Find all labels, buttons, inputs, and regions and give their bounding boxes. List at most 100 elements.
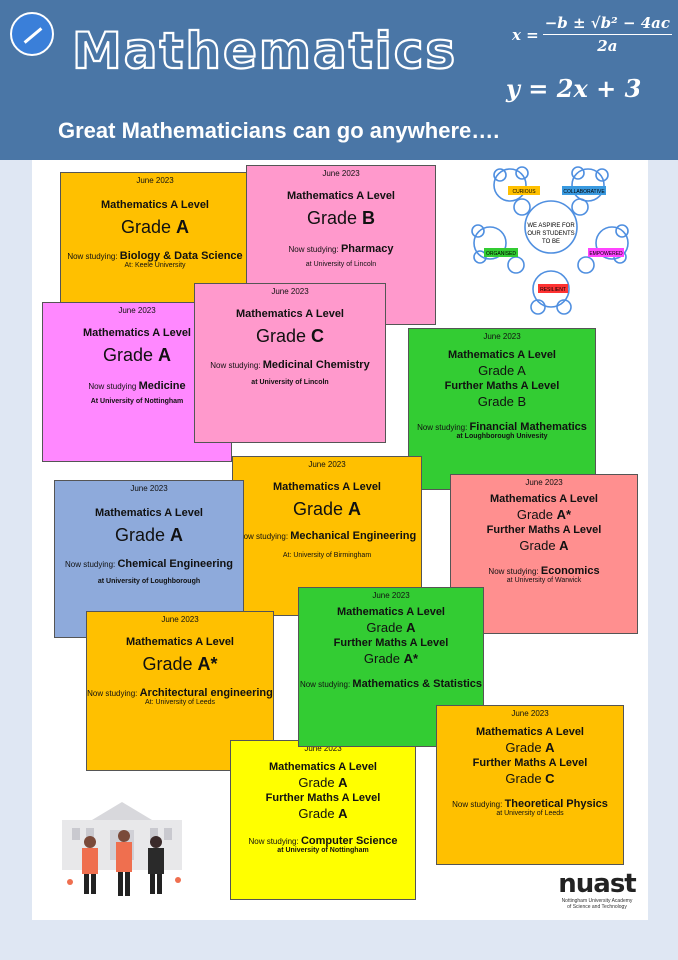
card-grade-further: Grade A (298, 806, 348, 821)
formula-numerator: −b ± √b² − 4ac (542, 14, 673, 35)
card-university: at University of Lincoln (305, 261, 377, 268)
nuast-logo-line2: of Science and Technology (567, 904, 627, 910)
aspire-center-line3: TO BE (542, 239, 560, 245)
card-subject-further: Further Maths A Level (333, 637, 449, 649)
page-title: Mathematics (71, 21, 458, 81)
card-grade: Grade A (114, 525, 184, 545)
card-subject: Mathematics A Level (272, 481, 381, 493)
card-course: Now studying: Economics (488, 565, 600, 577)
card-university: at University of Nottingham (277, 847, 369, 854)
card-grade: Grade A (120, 217, 190, 237)
card-date: June 2023 (511, 709, 549, 718)
card-university: at University of Lincoln (251, 379, 329, 386)
card-date: June 2023 (136, 176, 174, 185)
card-grade: Grade B (306, 208, 376, 228)
card-subject-further: Further Maths A Level (486, 524, 602, 536)
card-subject: Mathematics A Level (82, 327, 191, 339)
card-grade-further: Grade B (477, 394, 527, 409)
label-collaborative-box (562, 186, 606, 195)
card-grade-further: Grade C (505, 771, 555, 786)
card-university: At University of Nottingham (90, 398, 184, 405)
card-course: Now studying: Architectural engineering (87, 687, 273, 699)
clock-logo-icon (10, 12, 54, 56)
label-empowered: EMPOWERED (589, 251, 623, 257)
card-subject: Mathematics A Level (336, 606, 445, 618)
card-grade: Grade C (255, 326, 325, 346)
card-subject: Mathematics A Level (235, 308, 344, 320)
card-subject: Mathematics A Level (447, 349, 556, 361)
aspire-center-line1: WE ASPIRE FOR (527, 223, 575, 229)
card-date: June 2023 (304, 744, 342, 753)
result-card-computer-science: June 2023 Mathematics A Level Grade A Fu… (230, 740, 416, 900)
card-subject: Mathematics A Level (489, 493, 598, 505)
card-grade: Grade A (102, 345, 172, 365)
card-course: Now studying: Pharmacy (288, 243, 394, 255)
nuast-logo-wordmark: nuast (558, 869, 636, 899)
card-grade: Grade A* (142, 654, 218, 674)
label-organised-box (484, 248, 518, 257)
card-course: Now studying: Medicinal Chemistry (210, 359, 370, 371)
card-grade: Grade A* (516, 507, 572, 522)
label-collaborative: COLLABORATIVE (563, 189, 605, 195)
card-date: June 2023 (271, 287, 309, 296)
card-grade: Grade A (292, 499, 362, 519)
card-date: June 2023 (161, 615, 199, 624)
card-date: June 2023 (525, 478, 563, 487)
card-grade-further: Grade A* (363, 651, 419, 666)
card-university: at Loughborough Univesity (456, 433, 548, 440)
label-resilient: RESILIENT (540, 287, 566, 293)
card-course: Now studying: Chemical Engineering (65, 558, 233, 570)
card-university: at University of Loughborough (97, 578, 201, 585)
card-university: At: University of Birmingham (282, 552, 372, 559)
students-building-illustration (62, 802, 182, 896)
label-curious: CURIOUS (512, 189, 536, 195)
card-grade: Grade A (505, 740, 555, 755)
card-date: June 2023 (130, 484, 168, 493)
card-course: Now studying Medicine (88, 380, 186, 392)
card-date: June 2023 (118, 306, 156, 315)
card-date: June 2023 (308, 460, 346, 469)
card-subject-further: Further Maths A Level (265, 792, 381, 804)
formula-denominator: 2a (597, 37, 618, 55)
card-subject: Mathematics A Level (475, 726, 584, 738)
card-university: At: University of Leeds (144, 699, 216, 706)
card-subject: Mathematics A Level (286, 190, 395, 202)
card-university: at University of Leeds (496, 810, 564, 817)
card-subject: Mathematics A Level (268, 761, 377, 773)
aspire-center-line2: OUR STUDENTS (527, 231, 574, 237)
card-course: Now studying: Computer Science (248, 835, 398, 847)
label-resilient-box (538, 284, 568, 293)
card-course: Now studying: Mathematics & Statistics (299, 678, 483, 690)
card-date: June 2023 (322, 169, 360, 178)
card-university: At: Keele University (124, 262, 186, 269)
result-card-theoretical-physics: June 2023 Mathematics A Level Grade A Fu… (436, 705, 624, 865)
aspire-fractal-graphic: CURIOUS COLLABORATIVE WE ASPIRE FOR OUR … (471, 166, 629, 315)
card-grade: Grade A (366, 620, 416, 635)
card-grade-further: Grade A (519, 538, 569, 553)
quadratic-formula: x = −b ± √b² − 4ac 2a (512, 14, 673, 55)
header-banner: Mathematics x = −b ± √b² − 4ac 2a y = 2x… (0, 0, 678, 160)
formula-lhs: x = (512, 25, 539, 44)
card-subject: Mathematics A Level (125, 636, 234, 648)
page-subtitle: Great Mathematicians can go anywhere…. (58, 118, 500, 143)
label-organised: ORGANISED (486, 251, 516, 257)
label-empowered-box (588, 248, 624, 257)
result-card-financial-mathematics: June 2023 Mathematics A Level Grade A Fu… (408, 328, 596, 490)
card-subject: Mathematics A Level (94, 507, 203, 519)
label-curious-box (508, 186, 540, 195)
formula-fraction: −b ± √b² − 4ac 2a (542, 14, 673, 55)
card-course: Now studying: Mechanical Engineering (237, 530, 417, 542)
card-course: Now studying: Financial Mathematics (417, 421, 587, 433)
card-grade: Grade A (298, 775, 348, 790)
result-card-medicinal-chemistry: June 2023 Mathematics A Level Grade C No… (194, 283, 386, 443)
nuast-logo: nuast Nottingham University Academy of S… (552, 870, 642, 918)
result-card-economics: June 2023 Mathematics A Level Grade A* F… (450, 474, 638, 634)
card-university: at University of Warwick (506, 577, 582, 584)
card-course: Now studying: Biology & Data Science (67, 250, 243, 262)
card-date: June 2023 (372, 591, 410, 600)
card-course: Now studying: Theoretical Physics (452, 798, 608, 810)
nuast-logo-line1: Nottingham University Academy (561, 898, 633, 904)
card-subject-further: Further Maths A Level (444, 380, 560, 392)
card-grade: Grade A (478, 363, 526, 378)
card-date: June 2023 (483, 332, 521, 341)
